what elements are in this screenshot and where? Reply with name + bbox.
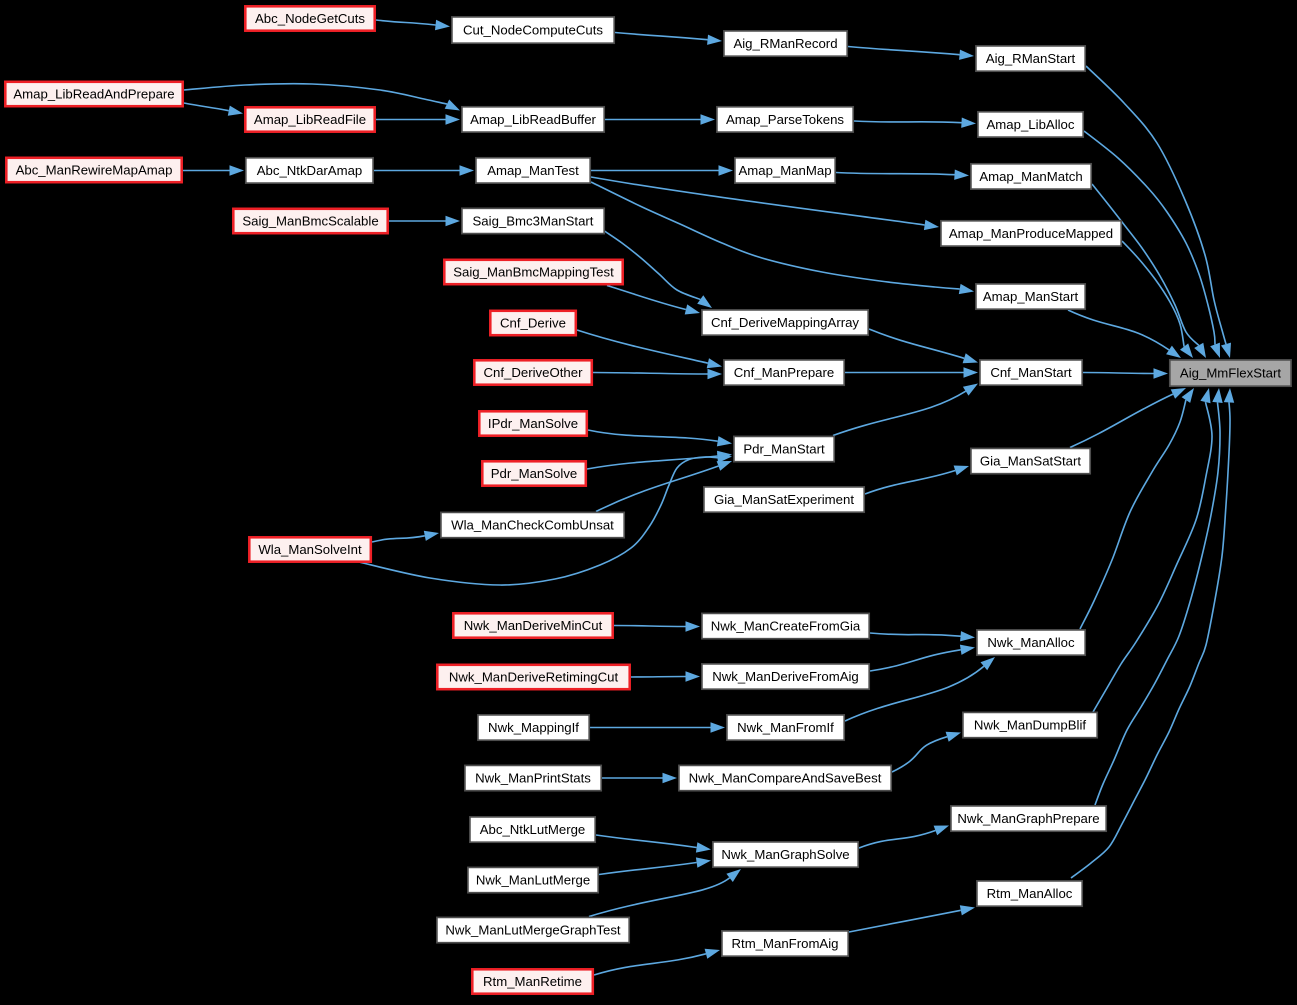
svg-text:Pdr_ManStart: Pdr_ManStart: [743, 442, 825, 457]
svg-text:Amap_LibReadAndPrepare: Amap_LibReadAndPrepare: [13, 87, 174, 102]
svg-text:Nwk_ManLutMerge: Nwk_ManLutMerge: [476, 873, 590, 888]
svg-text:Nwk_ManDeriveMinCut: Nwk_ManDeriveMinCut: [464, 618, 603, 633]
svg-text:Aig_MmFlexStart: Aig_MmFlexStart: [1180, 366, 1281, 381]
svg-text:Nwk_ManLutMergeGraphTest: Nwk_ManLutMergeGraphTest: [445, 923, 621, 938]
svg-text:Nwk_ManAlloc: Nwk_ManAlloc: [987, 635, 1075, 650]
svg-text:Nwk_ManFromIf: Nwk_ManFromIf: [737, 720, 834, 735]
svg-text:Cnf_Derive: Cnf_Derive: [500, 316, 566, 331]
svg-text:Aig_RManRecord: Aig_RManRecord: [733, 36, 837, 51]
svg-text:Cut_NodeComputeCuts: Cut_NodeComputeCuts: [463, 23, 603, 38]
svg-text:Wla_ManSolveInt: Wla_ManSolveInt: [258, 542, 362, 557]
svg-text:Nwk_ManGraphPrepare: Nwk_ManGraphPrepare: [957, 811, 1099, 826]
svg-text:Saig_ManBmcMappingTest: Saig_ManBmcMappingTest: [453, 265, 614, 280]
svg-text:Abc_NtkLutMerge: Abc_NtkLutMerge: [480, 822, 586, 837]
svg-text:Wla_ManCheckCombUnsat: Wla_ManCheckCombUnsat: [451, 518, 614, 533]
svg-text:Cnf_DeriveMappingArray: Cnf_DeriveMappingArray: [711, 315, 859, 330]
svg-text:Gia_ManSatStart: Gia_ManSatStart: [980, 454, 1081, 469]
svg-text:Rtm_ManRetime: Rtm_ManRetime: [483, 974, 582, 989]
svg-text:Nwk_ManGraphSolve: Nwk_ManGraphSolve: [721, 847, 849, 862]
svg-text:Amap_ParseTokens: Amap_ParseTokens: [726, 112, 844, 127]
svg-text:Nwk_ManDeriveFromAig: Nwk_ManDeriveFromAig: [712, 669, 859, 684]
svg-text:Abc_ManRewireMapAmap: Abc_ManRewireMapAmap: [16, 163, 173, 178]
svg-text:Nwk_ManCompareAndSaveBest: Nwk_ManCompareAndSaveBest: [689, 771, 882, 786]
svg-text:Nwk_ManPrintStats: Nwk_ManPrintStats: [475, 771, 591, 786]
svg-text:Saig_ManBmcScalable: Saig_ManBmcScalable: [242, 214, 378, 229]
svg-text:Aig_RManStart: Aig_RManStart: [986, 51, 1076, 66]
svg-text:Amap_ManProduceMapped: Amap_ManProduceMapped: [949, 226, 1113, 241]
svg-text:Abc_NtkDarAmap: Abc_NtkDarAmap: [257, 163, 363, 178]
svg-text:Nwk_ManCreateFromGia: Nwk_ManCreateFromGia: [711, 619, 861, 634]
svg-text:Cnf_ManPrepare: Cnf_ManPrepare: [734, 365, 834, 380]
svg-text:Cnf_DeriveOther: Cnf_DeriveOther: [484, 365, 584, 380]
svg-text:Rtm_ManFromAig: Rtm_ManFromAig: [732, 936, 839, 951]
svg-text:Amap_LibAlloc: Amap_LibAlloc: [987, 117, 1075, 132]
svg-text:Cnf_ManStart: Cnf_ManStart: [990, 365, 1072, 380]
svg-text:Amap_ManTest: Amap_ManTest: [487, 163, 579, 178]
svg-text:Amap_ManStart: Amap_ManStart: [983, 289, 1079, 304]
svg-text:Amap_LibReadBuffer: Amap_LibReadBuffer: [470, 112, 596, 127]
svg-text:Abc_NodeGetCuts: Abc_NodeGetCuts: [255, 11, 365, 26]
svg-text:Amap_LibReadFile: Amap_LibReadFile: [254, 112, 366, 127]
svg-text:IPdr_ManSolve: IPdr_ManSolve: [488, 416, 578, 431]
svg-text:Amap_ManMatch: Amap_ManMatch: [979, 169, 1082, 184]
svg-text:Gia_ManSatExperiment: Gia_ManSatExperiment: [714, 492, 854, 507]
svg-text:Rtm_ManAlloc: Rtm_ManAlloc: [987, 886, 1073, 901]
svg-text:Amap_ManMap: Amap_ManMap: [738, 163, 831, 178]
svg-text:Nwk_ManDeriveRetimingCut: Nwk_ManDeriveRetimingCut: [449, 670, 619, 685]
svg-text:Nwk_MappingIf: Nwk_MappingIf: [488, 720, 579, 735]
svg-text:Saig_Bmc3ManStart: Saig_Bmc3ManStart: [473, 214, 594, 229]
svg-text:Pdr_ManSolve: Pdr_ManSolve: [491, 466, 578, 481]
svg-text:Nwk_ManDumpBlif: Nwk_ManDumpBlif: [974, 718, 1086, 733]
